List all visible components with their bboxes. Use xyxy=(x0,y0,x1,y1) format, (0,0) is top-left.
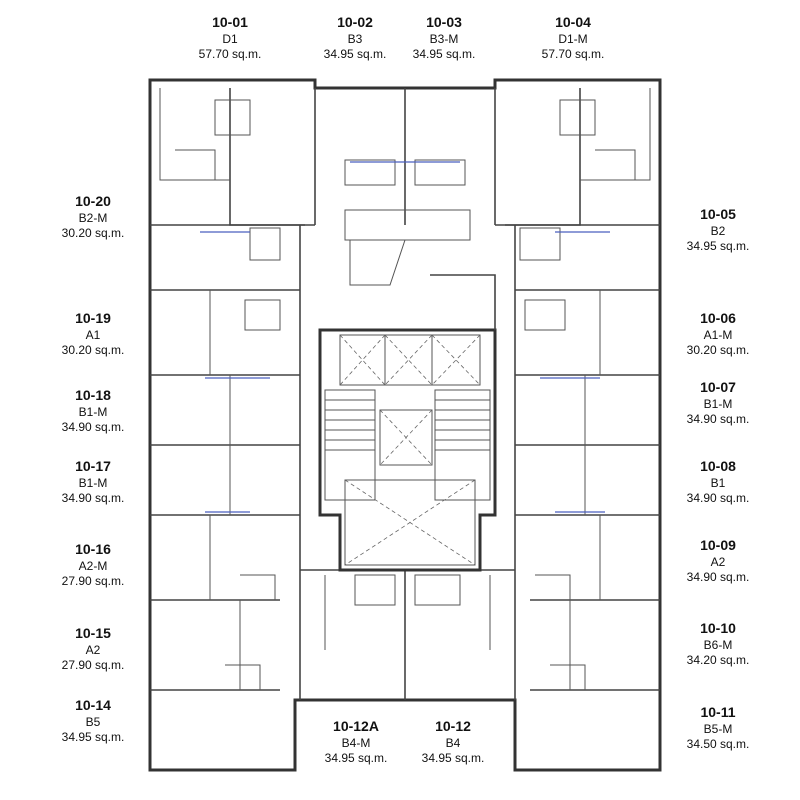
unit-area: 57.70 sq.m. xyxy=(541,46,605,61)
unit-label-10-12: 10-12 B4 34.95 sq.m. xyxy=(398,718,508,766)
unit-area: 34.90 sq.m. xyxy=(686,569,750,584)
unit-area: 34.95 sq.m. xyxy=(323,46,387,61)
unit-number: 10-08 xyxy=(700,458,736,474)
unit-number: 10-04 xyxy=(555,14,591,30)
unit-type: A1-M xyxy=(703,327,733,342)
unit-label-10-14: 10-14 B5 34.95 sq.m. xyxy=(38,697,148,745)
unit-type: B5-M xyxy=(703,721,733,736)
unit-area: 34.90 sq.m. xyxy=(686,411,750,426)
unit-number: 10-20 xyxy=(75,193,111,209)
unit-label-10-07: 10-07 B1-M 34.90 sq.m. xyxy=(663,379,773,427)
unit-label-10-08: 10-08 B1 34.90 sq.m. xyxy=(663,458,773,506)
unit-type: D1-M xyxy=(558,31,588,46)
unit-number: 10-12 xyxy=(435,718,471,734)
left-units xyxy=(150,224,305,700)
unit-area: 34.90 sq.m. xyxy=(61,490,125,505)
building-core xyxy=(318,274,497,572)
unit-area: 30.20 sq.m. xyxy=(61,342,125,357)
unit-number: 10-06 xyxy=(700,310,736,326)
unit-area: 34.95 sq.m. xyxy=(412,46,476,61)
unit-label-10-18: 10-18 B1-M 34.90 sq.m. xyxy=(38,387,148,435)
unit-label-10-11: 10-11 B5-M 34.50 sq.m. xyxy=(663,704,773,752)
unit-type: B1-M xyxy=(78,475,108,490)
unit-area: 34.95 sq.m. xyxy=(686,238,750,253)
unit-area: 57.70 sq.m. xyxy=(198,46,262,61)
bottom-units xyxy=(300,569,515,700)
unit-number: 10-16 xyxy=(75,541,111,557)
unit-number: 10-02 xyxy=(337,14,373,30)
unit-area: 27.90 sq.m. xyxy=(61,657,125,672)
unit-label-10-16: 10-16 A2-M 27.90 sq.m. xyxy=(38,541,148,589)
unit-type: B4 xyxy=(445,735,461,750)
unit-label-10-17: 10-17 B1-M 34.90 sq.m. xyxy=(38,458,148,506)
unit-label-10-10: 10-10 B6-M 34.20 sq.m. xyxy=(663,620,773,668)
unit-number: 10-09 xyxy=(700,537,736,553)
unit-type: B4-M xyxy=(341,735,371,750)
unit-area: 34.95 sq.m. xyxy=(324,750,388,765)
unit-area: 34.90 sq.m. xyxy=(61,419,125,434)
unit-type: B5 xyxy=(85,714,101,729)
unit-label-10-20: 10-20 B2-M 30.20 sq.m. xyxy=(38,193,148,241)
unit-type: A2 xyxy=(710,554,726,569)
unit-number: 10-15 xyxy=(75,625,111,641)
unit-area: 34.95 sq.m. xyxy=(421,750,485,765)
unit-number: 10-05 xyxy=(700,206,736,222)
unit-type: B1-M xyxy=(78,404,108,419)
unit-number: 10-12A xyxy=(333,718,379,734)
unit-type: B3 xyxy=(347,31,363,46)
unit-type: B2-M xyxy=(78,210,108,225)
unit-number: 10-11 xyxy=(700,704,736,720)
unit-number: 10-03 xyxy=(426,14,462,30)
unit-area: 34.95 sq.m. xyxy=(61,729,125,744)
unit-type: B1-M xyxy=(703,396,733,411)
unit-number: 10-19 xyxy=(75,310,111,326)
unit-label-10-01: 10-01 D1 57.70 sq.m. xyxy=(175,14,285,62)
unit-label-10-02: 10-02 B3 34.95 sq.m. xyxy=(300,14,410,62)
unit-label-10-06: 10-06 A1-M 30.20 sq.m. xyxy=(663,310,773,358)
unit-area: 34.20 sq.m. xyxy=(686,652,750,667)
unit-type: B3-M xyxy=(429,31,459,46)
unit-type: A2-M xyxy=(78,558,108,573)
unit-number: 10-14 xyxy=(75,697,111,713)
unit-type: A2 xyxy=(85,642,101,657)
unit-type: B1 xyxy=(710,475,726,490)
unit-type: B2 xyxy=(710,223,726,238)
unit-number: 10-07 xyxy=(700,379,736,395)
unit-number: 10-17 xyxy=(75,458,111,474)
unit-label-10-15: 10-15 A2 27.90 sq.m. xyxy=(38,625,148,673)
unit-type: B6-M xyxy=(703,637,733,652)
unit-area: 30.20 sq.m. xyxy=(61,225,125,240)
unit-label-10-03: 10-03 B3-M 34.95 sq.m. xyxy=(389,14,499,62)
unit-area: 30.20 sq.m. xyxy=(686,342,750,357)
unit-area: 34.90 sq.m. xyxy=(686,490,750,505)
unit-number: 10-10 xyxy=(700,620,736,636)
right-units xyxy=(505,224,660,700)
unit-number: 10-18 xyxy=(75,387,111,403)
unit-area: 27.90 sq.m. xyxy=(61,573,125,588)
top-units xyxy=(159,88,651,286)
unit-number: 10-01 xyxy=(212,14,248,30)
unit-label-10-19: 10-19 A1 30.20 sq.m. xyxy=(38,310,148,358)
unit-label-10-09: 10-09 A2 34.90 sq.m. xyxy=(663,537,773,585)
unit-label-10-05: 10-05 B2 34.95 sq.m. xyxy=(663,206,773,254)
unit-area: 34.50 sq.m. xyxy=(686,736,750,751)
unit-type: A1 xyxy=(85,327,101,342)
unit-type: D1 xyxy=(222,31,238,46)
unit-label-10-04: 10-04 D1-M 57.70 sq.m. xyxy=(518,14,628,62)
unit-label-10-12A: 10-12A B4-M 34.95 sq.m. xyxy=(301,718,411,766)
